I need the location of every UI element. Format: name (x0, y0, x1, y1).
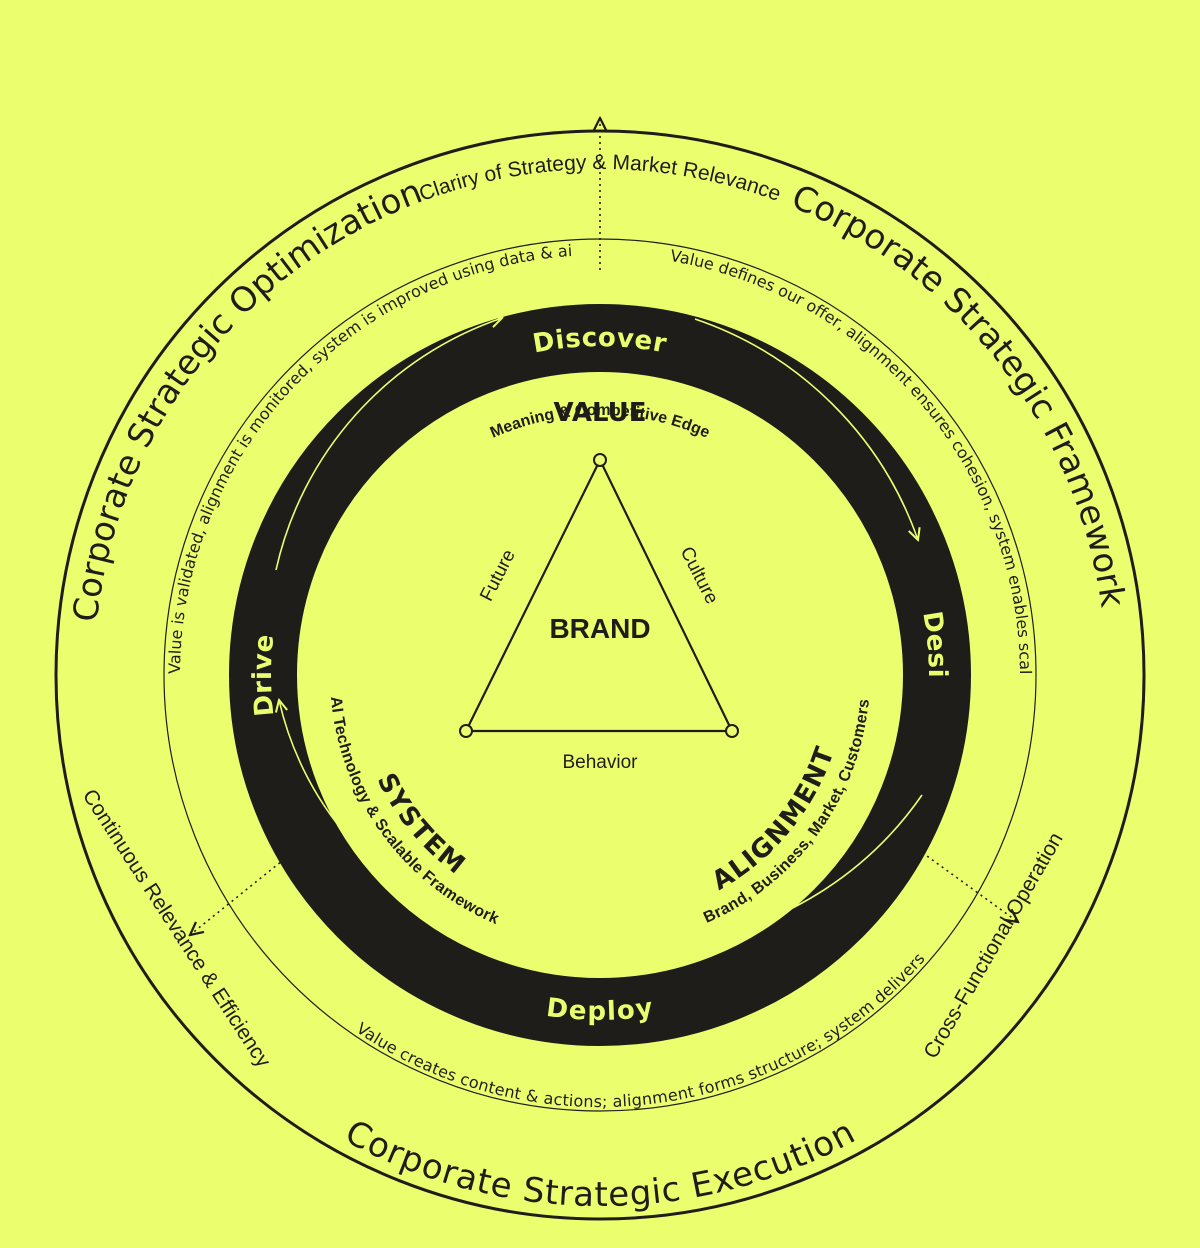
brand-triangle (464, 457, 734, 733)
band-arrow-top-right (694, 318, 918, 540)
value-title: VALUE (554, 398, 647, 428)
band-arrow-bottom-right (698, 794, 923, 940)
cycle-drive: Drive (247, 632, 279, 718)
triangle-node-alignment (725, 724, 739, 738)
triangle-node-system (459, 724, 473, 738)
cycle-deploy: Deploy (545, 992, 656, 1026)
brand-center: BRAND (549, 613, 650, 644)
outer-ring-circle (54, 129, 1146, 1221)
ring-label-execution: Corporate Strategic Execution (339, 1112, 861, 1215)
triangle-side-culture: Culture (676, 543, 723, 607)
outcome-connector-left (190, 839, 309, 935)
outcome-connector-right (897, 834, 1018, 922)
triangle-side-behavior: Behavior (563, 752, 639, 773)
triangle-side-future: Future (476, 546, 520, 604)
band-arrow-bottom-left (279, 700, 501, 936)
band-arrow-top-left (275, 318, 502, 571)
triangle-node-value (593, 453, 607, 467)
cycle-band (229, 304, 971, 1046)
